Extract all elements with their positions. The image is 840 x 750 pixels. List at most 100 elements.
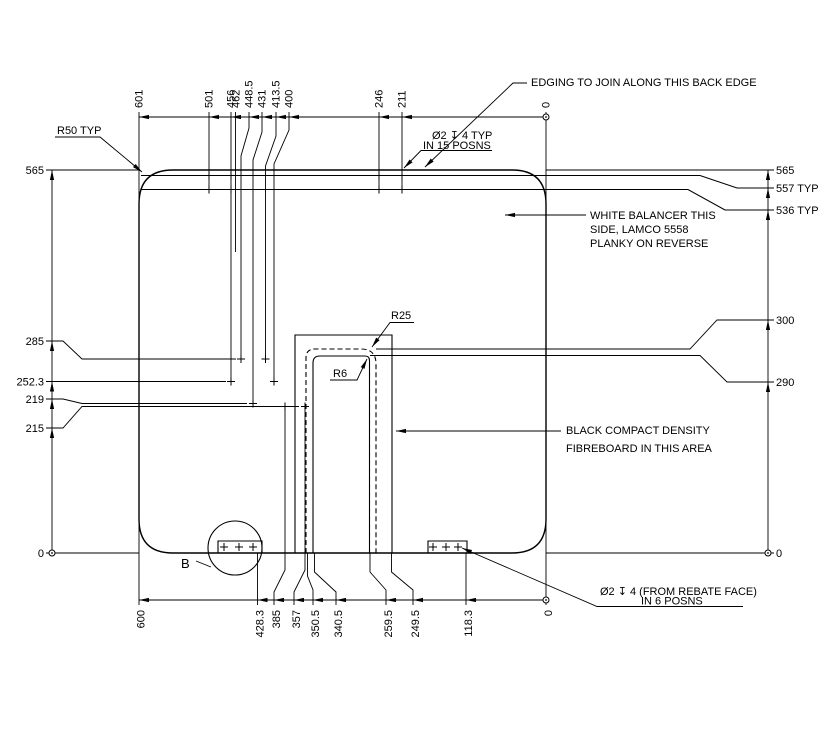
- detail-b-label: B: [181, 556, 190, 571]
- drill-cross: [227, 172, 235, 180]
- dim-label-left: 219: [26, 394, 44, 406]
- dim-label-top: 211: [397, 90, 409, 108]
- arrowhead: [765, 188, 771, 198]
- drill-cross: [398, 172, 406, 180]
- holes-typ-leader: [404, 151, 492, 169]
- arrowhead: [402, 114, 412, 120]
- drill-cross: [375, 172, 383, 180]
- drill-cross: [227, 186, 235, 194]
- arrowhead: [765, 170, 771, 180]
- right-dim-leaders: [370, 320, 774, 382]
- arrowhead: [49, 341, 55, 351]
- rebate-leader: [462, 548, 743, 607]
- black-note-line2: FIBREBOARD IN THIS AREA: [566, 443, 713, 455]
- dim-label-bottom: 259.5: [383, 610, 395, 638]
- dim-label-left: 252.3: [16, 377, 44, 389]
- arrowhead: [139, 114, 149, 120]
- arrowhead: [360, 359, 367, 369]
- arrowhead: [294, 597, 304, 603]
- left-dim-leaders: [46, 341, 299, 428]
- arrowhead: [372, 337, 380, 347]
- arrowhead: [276, 114, 286, 120]
- detail-b-circle: [208, 521, 262, 575]
- arrowhead: [49, 170, 55, 180]
- arrowhead: [231, 114, 241, 120]
- dim-label-bottom: 385: [271, 610, 283, 628]
- drill-cross: [429, 543, 437, 551]
- dim-label-top: 400: [284, 90, 296, 108]
- drill-cross: [398, 186, 406, 194]
- drill-cross: [227, 378, 235, 386]
- arrowhead: [49, 381, 55, 392]
- datum-circle-dot: [767, 552, 769, 554]
- drill-cross: [220, 543, 228, 551]
- datum-circle-dot: [51, 552, 53, 554]
- balancer-note-line1: WHITE BALANCER THIS: [590, 210, 716, 222]
- detail-b-leader: [196, 561, 211, 567]
- dim-label-top: 246: [374, 90, 386, 108]
- arrowhead: [462, 548, 473, 554]
- arrowhead: [425, 158, 434, 167]
- drill-cross: [205, 186, 213, 194]
- dim-label-top: 462: [231, 90, 243, 108]
- arrowhead: [209, 114, 219, 120]
- dim-label-top: 448.5: [244, 80, 256, 108]
- bottom-extension-lines: [139, 410, 546, 605]
- rebate-note-line1: Ø2 ↧ 4 (FROM REBATE FACE): [600, 586, 757, 598]
- dim-label-left: 285: [26, 336, 44, 348]
- arrowhead: [313, 597, 323, 603]
- arrowhead: [139, 597, 149, 603]
- dim-label-right: 557 TYP: [776, 183, 819, 195]
- holes-typ-note-line2: IN 15 POSNS: [423, 140, 491, 152]
- arrowhead: [404, 159, 413, 168]
- drill-cross: [442, 543, 450, 551]
- arrowhead: [257, 597, 268, 603]
- dim-label-right: 536 TYP: [776, 205, 819, 217]
- drill-cross: [281, 403, 289, 411]
- inner-cutout-rect: [295, 335, 392, 553]
- hole-row-line-536: [141, 190, 774, 211]
- dim-label-left: 215: [26, 423, 44, 435]
- dim-label-left: 565: [26, 165, 44, 177]
- dim-label-bottom: 249.5: [410, 610, 422, 638]
- drill-cross: [375, 186, 383, 194]
- dim-label-bottom: 600: [136, 610, 148, 628]
- arrowhead: [765, 382, 771, 392]
- drill-position-crosses: [205, 172, 462, 552]
- balancer-note-line2: SIDE, LAMCO 5558: [590, 224, 688, 236]
- balancer-note-line3: PLANKY ON REVERSE: [590, 238, 708, 250]
- drill-cross: [237, 355, 245, 363]
- r50-label: R50 TYP: [57, 125, 101, 137]
- arrowhead: [413, 597, 423, 603]
- drill-cross: [205, 172, 213, 180]
- dim-label-top: 413.5: [271, 80, 283, 108]
- arrowhead: [49, 399, 55, 409]
- arrowhead: [386, 597, 396, 603]
- drill-cross: [262, 355, 270, 363]
- rebate-inner-line: [313, 356, 370, 553]
- drill-cross: [301, 403, 309, 411]
- arrowhead: [249, 114, 259, 120]
- dim-label-right: 300: [776, 315, 794, 327]
- arrowhead: [274, 597, 284, 603]
- arrowhead: [765, 320, 771, 330]
- edging-leader: [425, 83, 527, 167]
- dim-label-bottom: 0: [543, 610, 555, 616]
- drill-cross: [235, 543, 243, 551]
- datum-circle-dot: [545, 599, 547, 601]
- drill-cross: [454, 543, 462, 551]
- drill-cross: [249, 400, 257, 408]
- edging-note: EDGING TO JOIN ALONG THIS BACK EDGE: [531, 77, 757, 89]
- r6-label: R6: [333, 368, 347, 380]
- arrowhead: [289, 114, 299, 120]
- dim-label-top: 456: [226, 90, 238, 108]
- holes-typ-note-line1: Ø2 ↧ 4 TYP: [432, 130, 492, 142]
- dim-label-bottom: 350.5: [310, 610, 322, 638]
- arrowhead: [505, 212, 515, 218]
- dim-label-bottom: 118.3: [463, 610, 475, 637]
